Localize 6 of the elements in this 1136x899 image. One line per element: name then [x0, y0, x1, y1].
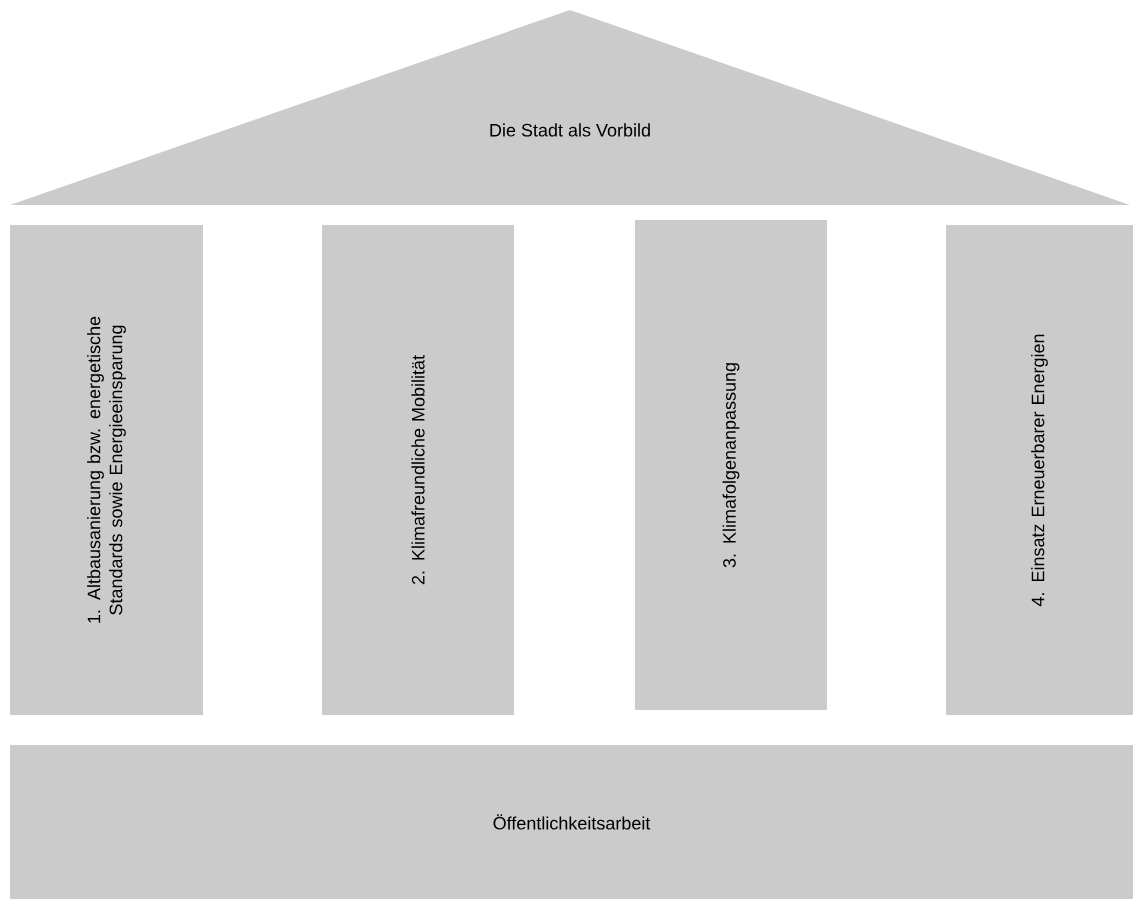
- roof-triangle: Die Stadt als Vorbild: [10, 10, 1130, 205]
- pillar-box: 2. Klimafreundliche Mobilität: [322, 225, 514, 715]
- pillar-box: 3. Klimafolgenanpassung: [635, 220, 827, 710]
- pillar-box: 4. Einsatz Erneuerbarer Energien: [946, 225, 1133, 715]
- pillar-box: 1. Altbausanierung bzw. energetische Standards sowie Energieeinsparung: [10, 225, 203, 715]
- base-box: Öffentlichkeitsarbeit: [10, 745, 1133, 899]
